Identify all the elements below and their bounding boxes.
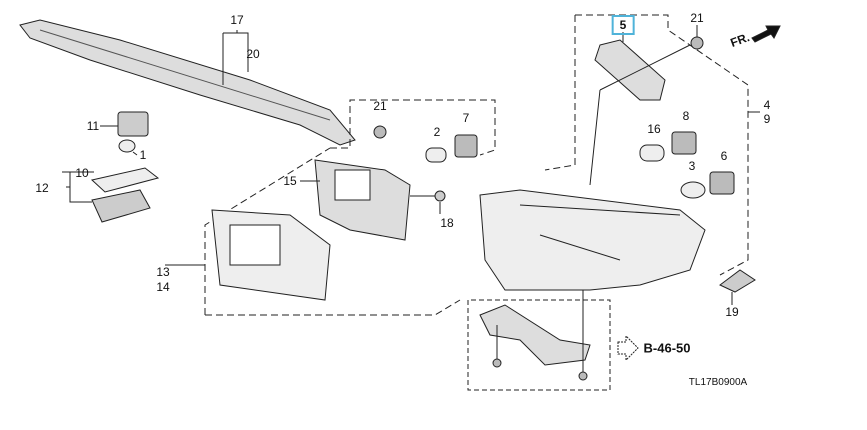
callout-5-highlighted[interactable]: 5 bbox=[611, 15, 635, 35]
socket-7-part bbox=[454, 134, 478, 158]
callout-6: 6 bbox=[720, 149, 728, 163]
gasket-part bbox=[90, 167, 160, 193]
callout-21-outer: 21 bbox=[690, 11, 704, 25]
callout-13: 13 bbox=[156, 265, 170, 279]
callout-17: 17 bbox=[230, 13, 244, 27]
outer-lamp-part bbox=[479, 189, 706, 291]
drawing-code: TL17B0900A bbox=[688, 377, 748, 388]
grommet-19-part bbox=[719, 269, 756, 293]
reference-arrow-icon bbox=[617, 334, 639, 362]
callout-8: 8 bbox=[682, 109, 690, 123]
bulb-16-part bbox=[639, 144, 665, 162]
callout-3: 3 bbox=[688, 159, 696, 173]
callout-14: 14 bbox=[156, 280, 170, 294]
bracket-group-outline bbox=[467, 299, 611, 391]
callout-10: 10 bbox=[75, 166, 89, 180]
callout-1: 1 bbox=[139, 148, 147, 162]
license-light-socket-part bbox=[117, 111, 149, 137]
callout-11: 11 bbox=[86, 119, 100, 133]
license-light-part bbox=[91, 189, 151, 223]
gasket-5-part bbox=[594, 39, 666, 101]
nut-part bbox=[373, 125, 387, 139]
callout-19: 19 bbox=[725, 305, 739, 319]
callout-7: 7 bbox=[462, 111, 470, 125]
callout-12: 12 bbox=[35, 181, 49, 195]
front-direction-arrow-icon bbox=[751, 25, 781, 43]
leader-lines bbox=[222, 30, 249, 85]
callout-20: 20 bbox=[246, 47, 260, 61]
socket-8-part bbox=[671, 131, 697, 155]
bulb-2-part bbox=[425, 147, 447, 163]
callout-9: 9 bbox=[763, 112, 771, 126]
callout-2: 2 bbox=[433, 125, 441, 139]
callout-21: 21 bbox=[373, 99, 387, 113]
socket-6-part bbox=[709, 171, 735, 195]
callout-16: 16 bbox=[647, 122, 661, 136]
callout-15: 15 bbox=[283, 174, 297, 188]
garnish-bar-part bbox=[19, 19, 356, 146]
bulb-3-part bbox=[680, 181, 706, 199]
outer-lamp-group-outline bbox=[544, 14, 749, 276]
nut-21-part bbox=[690, 36, 704, 50]
inner-lamp-group-outline bbox=[204, 99, 496, 316]
callout-4: 4 bbox=[763, 98, 771, 112]
reference-link-b-46-50[interactable]: B-46-50 bbox=[643, 340, 691, 356]
bracket-part bbox=[479, 304, 591, 366]
callout-18: 18 bbox=[440, 216, 454, 230]
